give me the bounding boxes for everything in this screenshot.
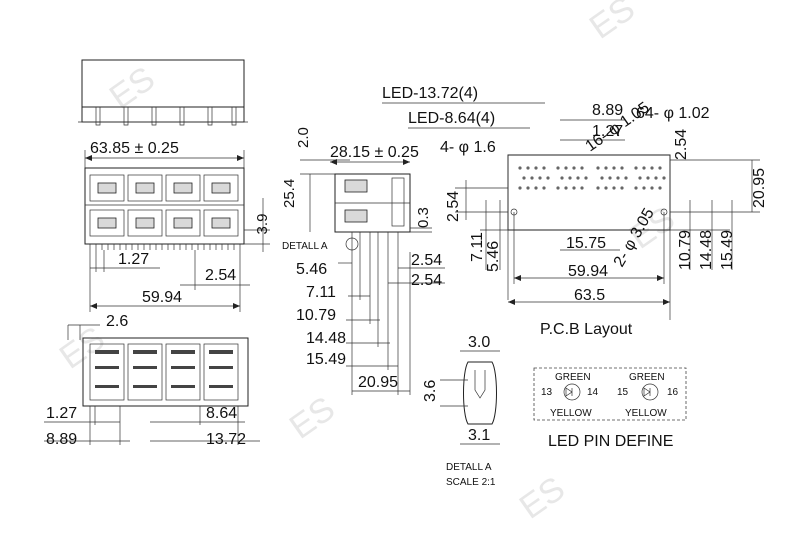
front-pitch-dim: 1.27 [118, 251, 149, 268]
bottom-dim: 13.72 [206, 431, 246, 448]
led-left-top: GREEN [555, 372, 591, 383]
led-left-symbol [563, 383, 581, 401]
pcb-top-dim: 8.89 [592, 102, 623, 119]
bottom-dim: 8.89 [46, 431, 77, 448]
pcb-left-dim: 2.54 [445, 191, 462, 222]
pcb-right-dim: 15.49 [719, 230, 736, 270]
led-right-bottom: YELLOW [625, 408, 667, 419]
pcb-hole-small: 4- φ 1.6 [440, 139, 496, 156]
front-pin-dim: 2.54 [205, 267, 236, 284]
led-right-pin-a: 15 [617, 387, 629, 398]
pcb-layout: LED-13.72(4) LED-8.64(4) 8.89 1.27 4- φ … [382, 85, 768, 338]
pcb-right-dim: 10.79 [677, 230, 694, 270]
pcb-top-dim: 2.54 [673, 129, 690, 160]
pcb-left-dim: 5.46 [485, 241, 502, 272]
pcb-left-dim: 7.11 [469, 232, 486, 262]
detail-a-callout: DETALL A [282, 241, 328, 252]
detail-bottom-dim: 3.1 [468, 427, 490, 444]
side-dim-left: 7.11 [306, 284, 336, 301]
side-dim-right: 2.54 [411, 272, 442, 289]
front-span-dim: 59.94 [142, 289, 182, 306]
pcb-hole-large: 64- φ 1.02 [636, 105, 710, 122]
front-width-dim: 63.85 ± 0.25 [90, 140, 179, 157]
front-height-dim: 3.9 [254, 214, 271, 235]
side-top-dim: 2.0 [295, 127, 312, 148]
led-right-top: GREEN [629, 372, 665, 383]
pcb-layout-title: P.C.B Layout [540, 321, 633, 338]
pcb-bottom-dim: 63.5 [574, 287, 605, 304]
side-width-dim: 28.15 ± 0.25 [330, 144, 419, 161]
watermark-text: ES [283, 389, 342, 446]
pcb-led-dim: LED-8.64(4) [408, 110, 495, 127]
watermark-text: ES [583, 0, 642, 47]
watermark-text: ES [513, 469, 572, 526]
side-view: 2.0 28.15 ± 0.25 25.4 0.3 DETALL A [281, 127, 445, 395]
side-dim-left: 14.48 [306, 330, 346, 347]
led-pin-define: GREEN 13 14 YELLOW GREEN 15 16 YELLOW LE… [533, 367, 687, 450]
pcb-led-dim: LED-13.72(4) [382, 85, 478, 102]
pcb-right-dim: 20.95 [751, 168, 768, 208]
side-height-dim: 25.4 [281, 179, 298, 208]
side-dim-left: 15.49 [306, 351, 346, 368]
side-dim-left: 10.79 [296, 307, 336, 324]
side-pin-dim: 0.3 [415, 207, 432, 228]
led-define-title: LED PIN DEFINE [548, 433, 673, 450]
bottom-view: 2.6 1.27 8.89 8 [44, 313, 260, 448]
pcb-bottom-dim: 59.94 [568, 263, 608, 280]
side-dim-right: 2.54 [411, 252, 442, 269]
detail-title: DETALL A [446, 462, 492, 473]
bottom-top-dim: 2.6 [106, 313, 128, 330]
bottom-dim: 1.27 [46, 405, 77, 422]
detail-scale: SCALE 2:1 [446, 477, 496, 488]
watermark-text: ES [103, 59, 162, 116]
led-right-symbol [641, 383, 659, 401]
side-dim-left: 20.95 [358, 374, 398, 391]
detail-side-dim: 3.6 [422, 380, 439, 402]
top-view [78, 59, 248, 126]
bottom-dim: 8.64 [206, 405, 237, 422]
front-view: 63.85 ± 0.25 [84, 140, 271, 312]
pcb-bottom-dim: 15.75 [566, 235, 606, 252]
led-left-bottom: YELLOW [550, 408, 592, 419]
led-right-pin-b: 16 [667, 387, 679, 398]
side-dim-left: 5.46 [296, 261, 327, 278]
led-left-pin-a: 13 [541, 387, 553, 398]
detail-top-dim: 3.0 [468, 334, 490, 351]
detail-a: 3.0 3.6 3.1 DETALL A SCALE 2:1 [422, 334, 500, 488]
led-left-pin-b: 14 [587, 387, 599, 398]
pcb-right-dim: 14.48 [698, 230, 715, 270]
pcb-top-dim: 1.27 [592, 123, 623, 140]
